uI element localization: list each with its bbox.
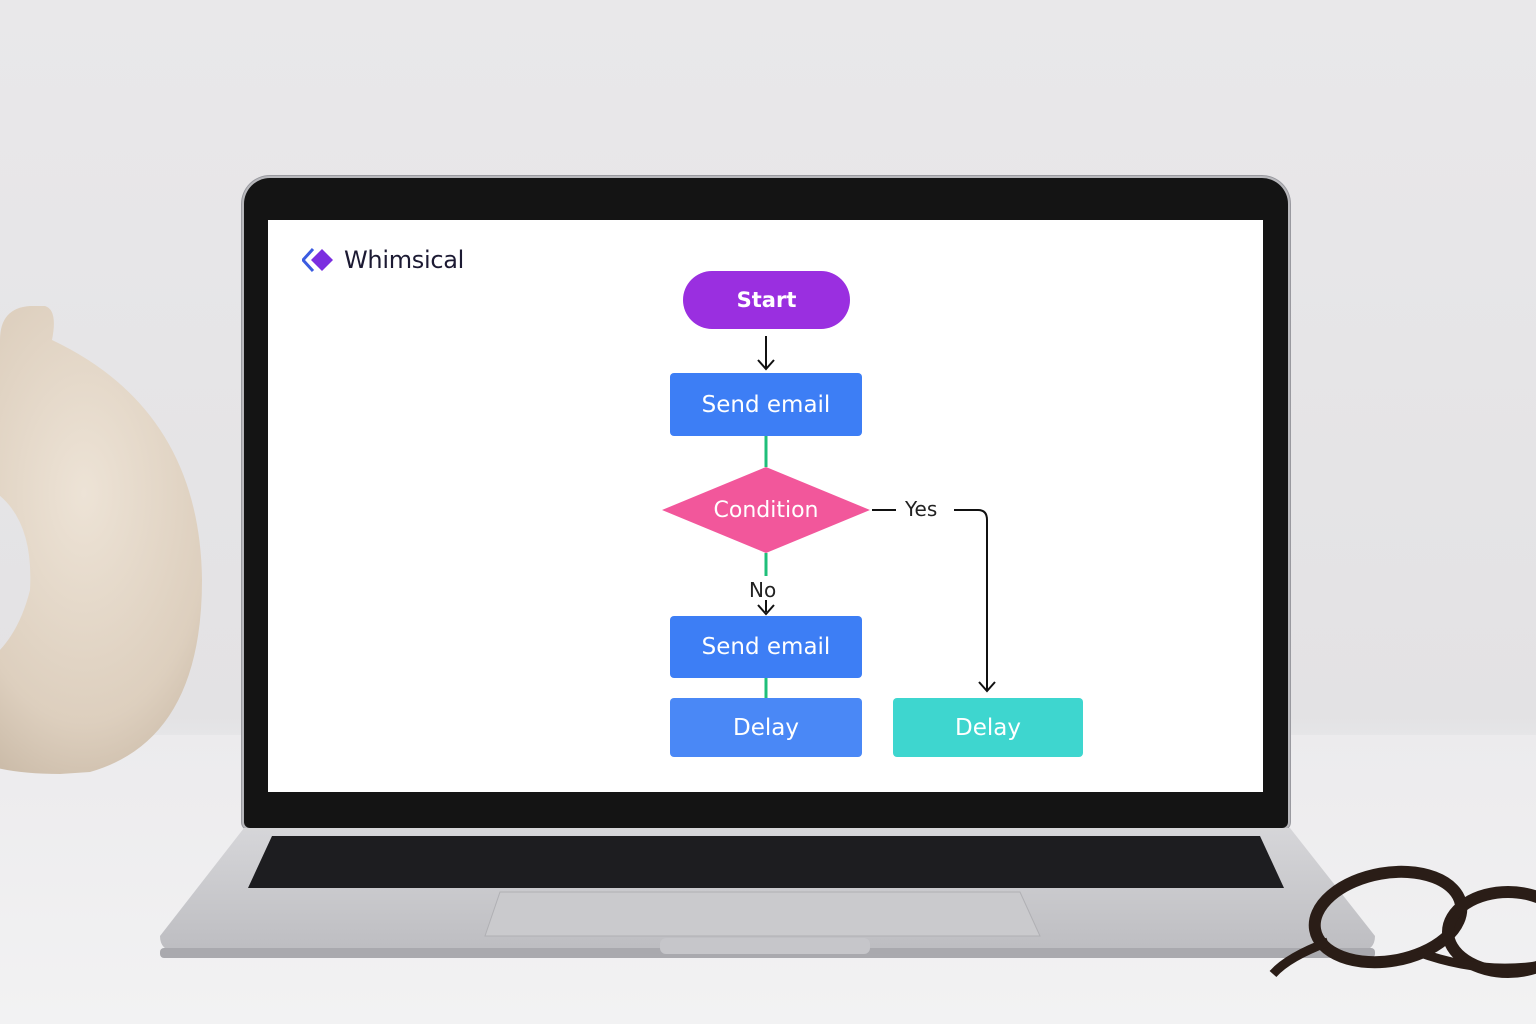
delay-node-no-branch[interactable]: Delay bbox=[670, 698, 862, 757]
trackpad bbox=[484, 891, 1041, 937]
yes-branch-label: Yes bbox=[905, 497, 938, 521]
start-node[interactable]: Start bbox=[683, 271, 850, 329]
decorative-vase bbox=[0, 306, 202, 774]
connector-yes-delay bbox=[954, 509, 988, 690]
condition-node-label[interactable]: Condition bbox=[713, 497, 819, 523]
send-email-node-no-branch[interactable]: Send email bbox=[670, 616, 862, 678]
eyeglasses bbox=[1269, 865, 1536, 978]
app-screen: Whimsical Start Send email Condition Yes… bbox=[268, 220, 1263, 792]
arrowhead-icon bbox=[978, 681, 996, 693]
flowchart-connectors bbox=[662, 336, 996, 698]
whimsical-logo-icon bbox=[302, 247, 333, 273]
no-branch-label: No bbox=[749, 578, 777, 602]
arrowhead-icon bbox=[757, 604, 775, 616]
condition-diamond bbox=[662, 467, 870, 553]
app-logo[interactable]: Whimsical bbox=[302, 246, 464, 274]
arrowhead-icon bbox=[757, 359, 775, 371]
send-email-node[interactable]: Send email bbox=[670, 373, 862, 436]
app-title: Whimsical bbox=[344, 246, 465, 274]
delay-node-yes-branch[interactable]: Delay bbox=[893, 698, 1083, 757]
laptop-base bbox=[160, 828, 1375, 958]
keyboard bbox=[248, 836, 1284, 888]
